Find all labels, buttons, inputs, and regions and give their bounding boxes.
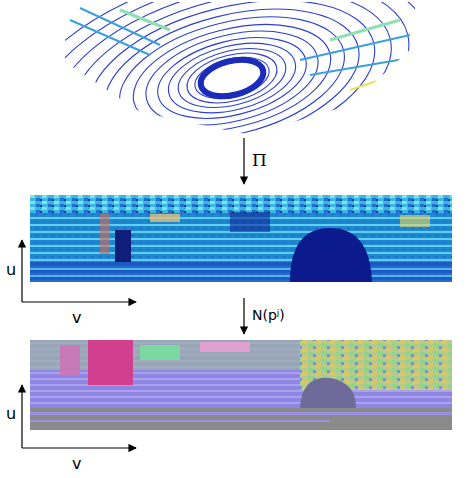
axis-label: v	[72, 456, 81, 472]
axis-label: u	[6, 262, 16, 278]
projection-symbol: Π	[252, 152, 267, 169]
normal-function-label: N(pʲ)	[252, 308, 285, 322]
axis-label: u	[6, 406, 16, 422]
axis-label: v	[72, 310, 81, 326]
